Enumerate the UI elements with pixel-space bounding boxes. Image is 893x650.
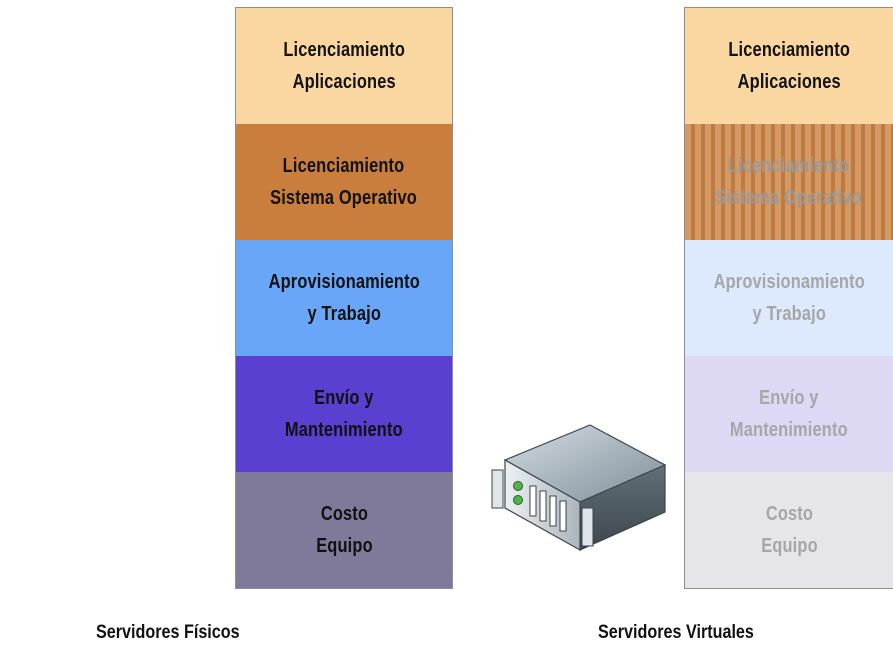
virtual-block-label: Costo Equipo (760, 503, 818, 557)
virtual-block-2: Aprovisionamiento y Trabajo (685, 240, 893, 356)
virtual-block-1: Licenciamiento Sistema Operativo (685, 124, 893, 240)
physical-block-label: Envío y Mantenimiento (285, 387, 403, 441)
physical-block-4: Costo Equipo (236, 472, 452, 588)
physical-block-3: Envío y Mantenimiento (236, 356, 452, 472)
virtual-block-label: Envío y Mantenimiento (730, 387, 848, 441)
rack-server-cluster-icon (10, 368, 86, 464)
virtual-block-label: Licenciamiento Sistema Operativo (715, 155, 863, 209)
physical-block-label: Aprovisionamiento y Trabajo (268, 271, 420, 325)
virtual-block-label: Licenciamiento Aplicaciones (728, 39, 850, 93)
physical-block-1: Licenciamiento Sistema Operativo (236, 124, 452, 240)
physical-block-label: Licenciamiento Aplicaciones (283, 39, 405, 93)
physical-block-0: Licenciamiento Aplicaciones (236, 8, 452, 124)
virtual-block-0: Licenciamiento Aplicaciones (685, 8, 893, 124)
physical-block-2: Aprovisionamiento y Trabajo (236, 240, 452, 356)
virtual-servers-caption: Servidores Virtuales (598, 622, 754, 643)
virtual-block-label: Aprovisionamiento y Trabajo (713, 271, 865, 325)
virtual-block-3: Envío y Mantenimiento (685, 356, 893, 472)
physical-servers-caption: Servidores Físicos (96, 622, 240, 643)
physical-block-label: Licenciamiento Sistema Operativo (270, 155, 418, 209)
virtual-block-4: Costo Equipo (685, 472, 893, 588)
physical-block-label: Costo Equipo (315, 503, 373, 557)
rack-server-icon (491, 424, 667, 552)
